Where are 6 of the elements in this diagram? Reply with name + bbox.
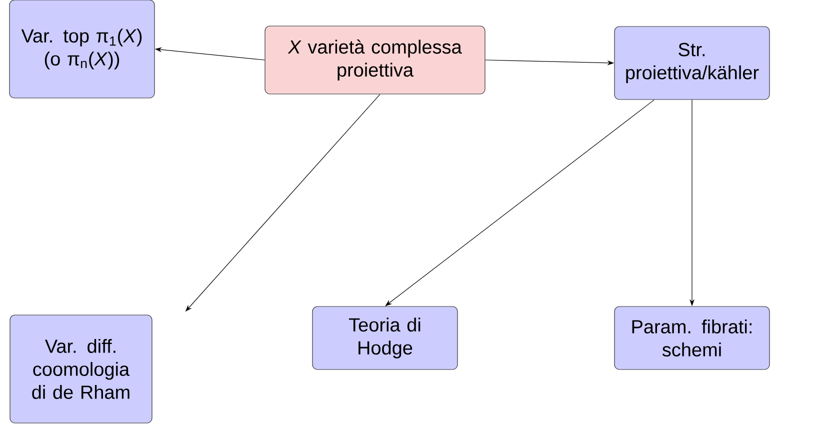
concept-box: Var. diff. coomologia di de Rham bbox=[10, 314, 152, 424]
concept-box: Var. top π$_{1}$(X) (o π$_{n}$(X)) bbox=[9, 0, 155, 98]
concept-box: Teoria di Hodge bbox=[312, 306, 458, 370]
concept-box: X varietà complessa proiettiva bbox=[264, 26, 486, 94]
concept-box: Str. proiettiva/kähler bbox=[614, 26, 770, 100]
concept-box: Param. fibrati: schemi bbox=[614, 306, 770, 370]
